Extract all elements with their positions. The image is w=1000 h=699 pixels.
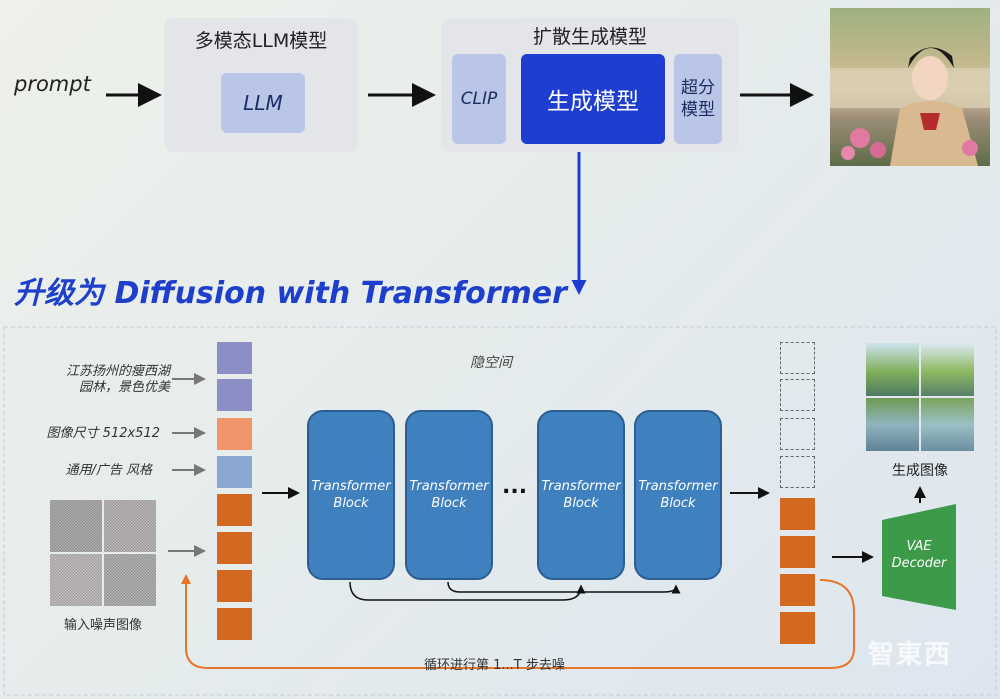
prompt-label: prompt: [14, 72, 91, 96]
block-1-line2: Block: [333, 496, 369, 511]
block-1-line1: Transformer: [311, 479, 391, 494]
generated-portrait-image: [830, 8, 990, 166]
token-out-4: [780, 612, 815, 644]
super-resolution-line2: 模型: [681, 100, 715, 120]
token-size: [217, 418, 252, 450]
token-text-1: [217, 342, 252, 374]
noise-image: [50, 500, 156, 606]
ellipsis: ...: [502, 474, 528, 499]
portrait-drawing: [830, 47, 990, 166]
noise-image-label: 输入噪声图像: [63, 618, 142, 633]
input-style: 通用/广告 风格: [65, 463, 152, 478]
token-dropped-4: [780, 456, 815, 488]
token-dropped-2: [780, 379, 815, 411]
token-out-1: [780, 498, 815, 530]
input-text-prompt-line2: 园林，景色优美: [78, 380, 170, 395]
generated-image-label: 生成图像: [892, 463, 948, 479]
block-3-line1: Transformer: [541, 479, 621, 494]
token-noise-4: [217, 608, 252, 640]
vae-decoder-label: VAE Decoder: [882, 538, 956, 572]
vae-line2: Decoder: [891, 556, 947, 571]
token-out-3: [780, 574, 815, 606]
block-4-line2: Block: [660, 496, 696, 511]
token-dropped-1: [780, 342, 815, 374]
diffusion-card-title: 扩散生成模型: [532, 26, 647, 48]
token-noise-1: [217, 494, 252, 526]
generation-model-box: 生成模型: [521, 54, 665, 144]
headline: 升级为 Diffusion with Transformer: [14, 276, 567, 311]
input-image-size: 图像尺寸 512x512: [46, 426, 160, 441]
block-2-line1: Transformer: [409, 479, 489, 494]
llm-card-title: 多模态LLM模型: [194, 30, 328, 52]
super-resolution-box: 超分 模型: [674, 54, 722, 144]
output-token-column: [780, 342, 815, 644]
vae-line1: VAE: [906, 539, 932, 554]
token-out-2: [780, 536, 815, 568]
denoise-loop-label: 循环进行第 1...T 步去噪: [424, 658, 565, 673]
llm-box: LLM: [221, 73, 305, 133]
diffusion-card: 扩散生成模型 CLIP 生成模型 超分 模型: [441, 18, 739, 152]
clip-box: CLIP: [452, 54, 506, 144]
super-resolution-line1: 超分: [681, 78, 715, 98]
block-4-line1: Transformer: [638, 479, 718, 494]
latent-space-label: 隐空间: [470, 355, 512, 371]
dit-region-border: [3, 326, 997, 696]
block-2-line2: Block: [431, 496, 467, 511]
input-text-prompt: 江苏扬州的瘦西湖 园林，景色优美: [22, 364, 170, 396]
denoise-loop-arrow: [181, 574, 855, 669]
token-noise-2: [217, 532, 252, 564]
token-dropped-3: [780, 418, 815, 450]
token-style: [217, 456, 252, 488]
skip-connection-1: [349, 581, 586, 601]
input-token-column: [217, 342, 252, 642]
input-text-prompt-line1: 江苏扬州的瘦西湖: [65, 364, 170, 379]
generated-garden-image: [866, 343, 974, 451]
token-noise-3: [217, 570, 252, 602]
llm-card: 多模态LLM模型 LLM: [164, 18, 358, 152]
block-3-line2: Block: [563, 496, 599, 511]
skip-connection-2: [447, 581, 681, 594]
token-text-2: [217, 379, 252, 411]
watermark: 智東西: [868, 640, 953, 670]
